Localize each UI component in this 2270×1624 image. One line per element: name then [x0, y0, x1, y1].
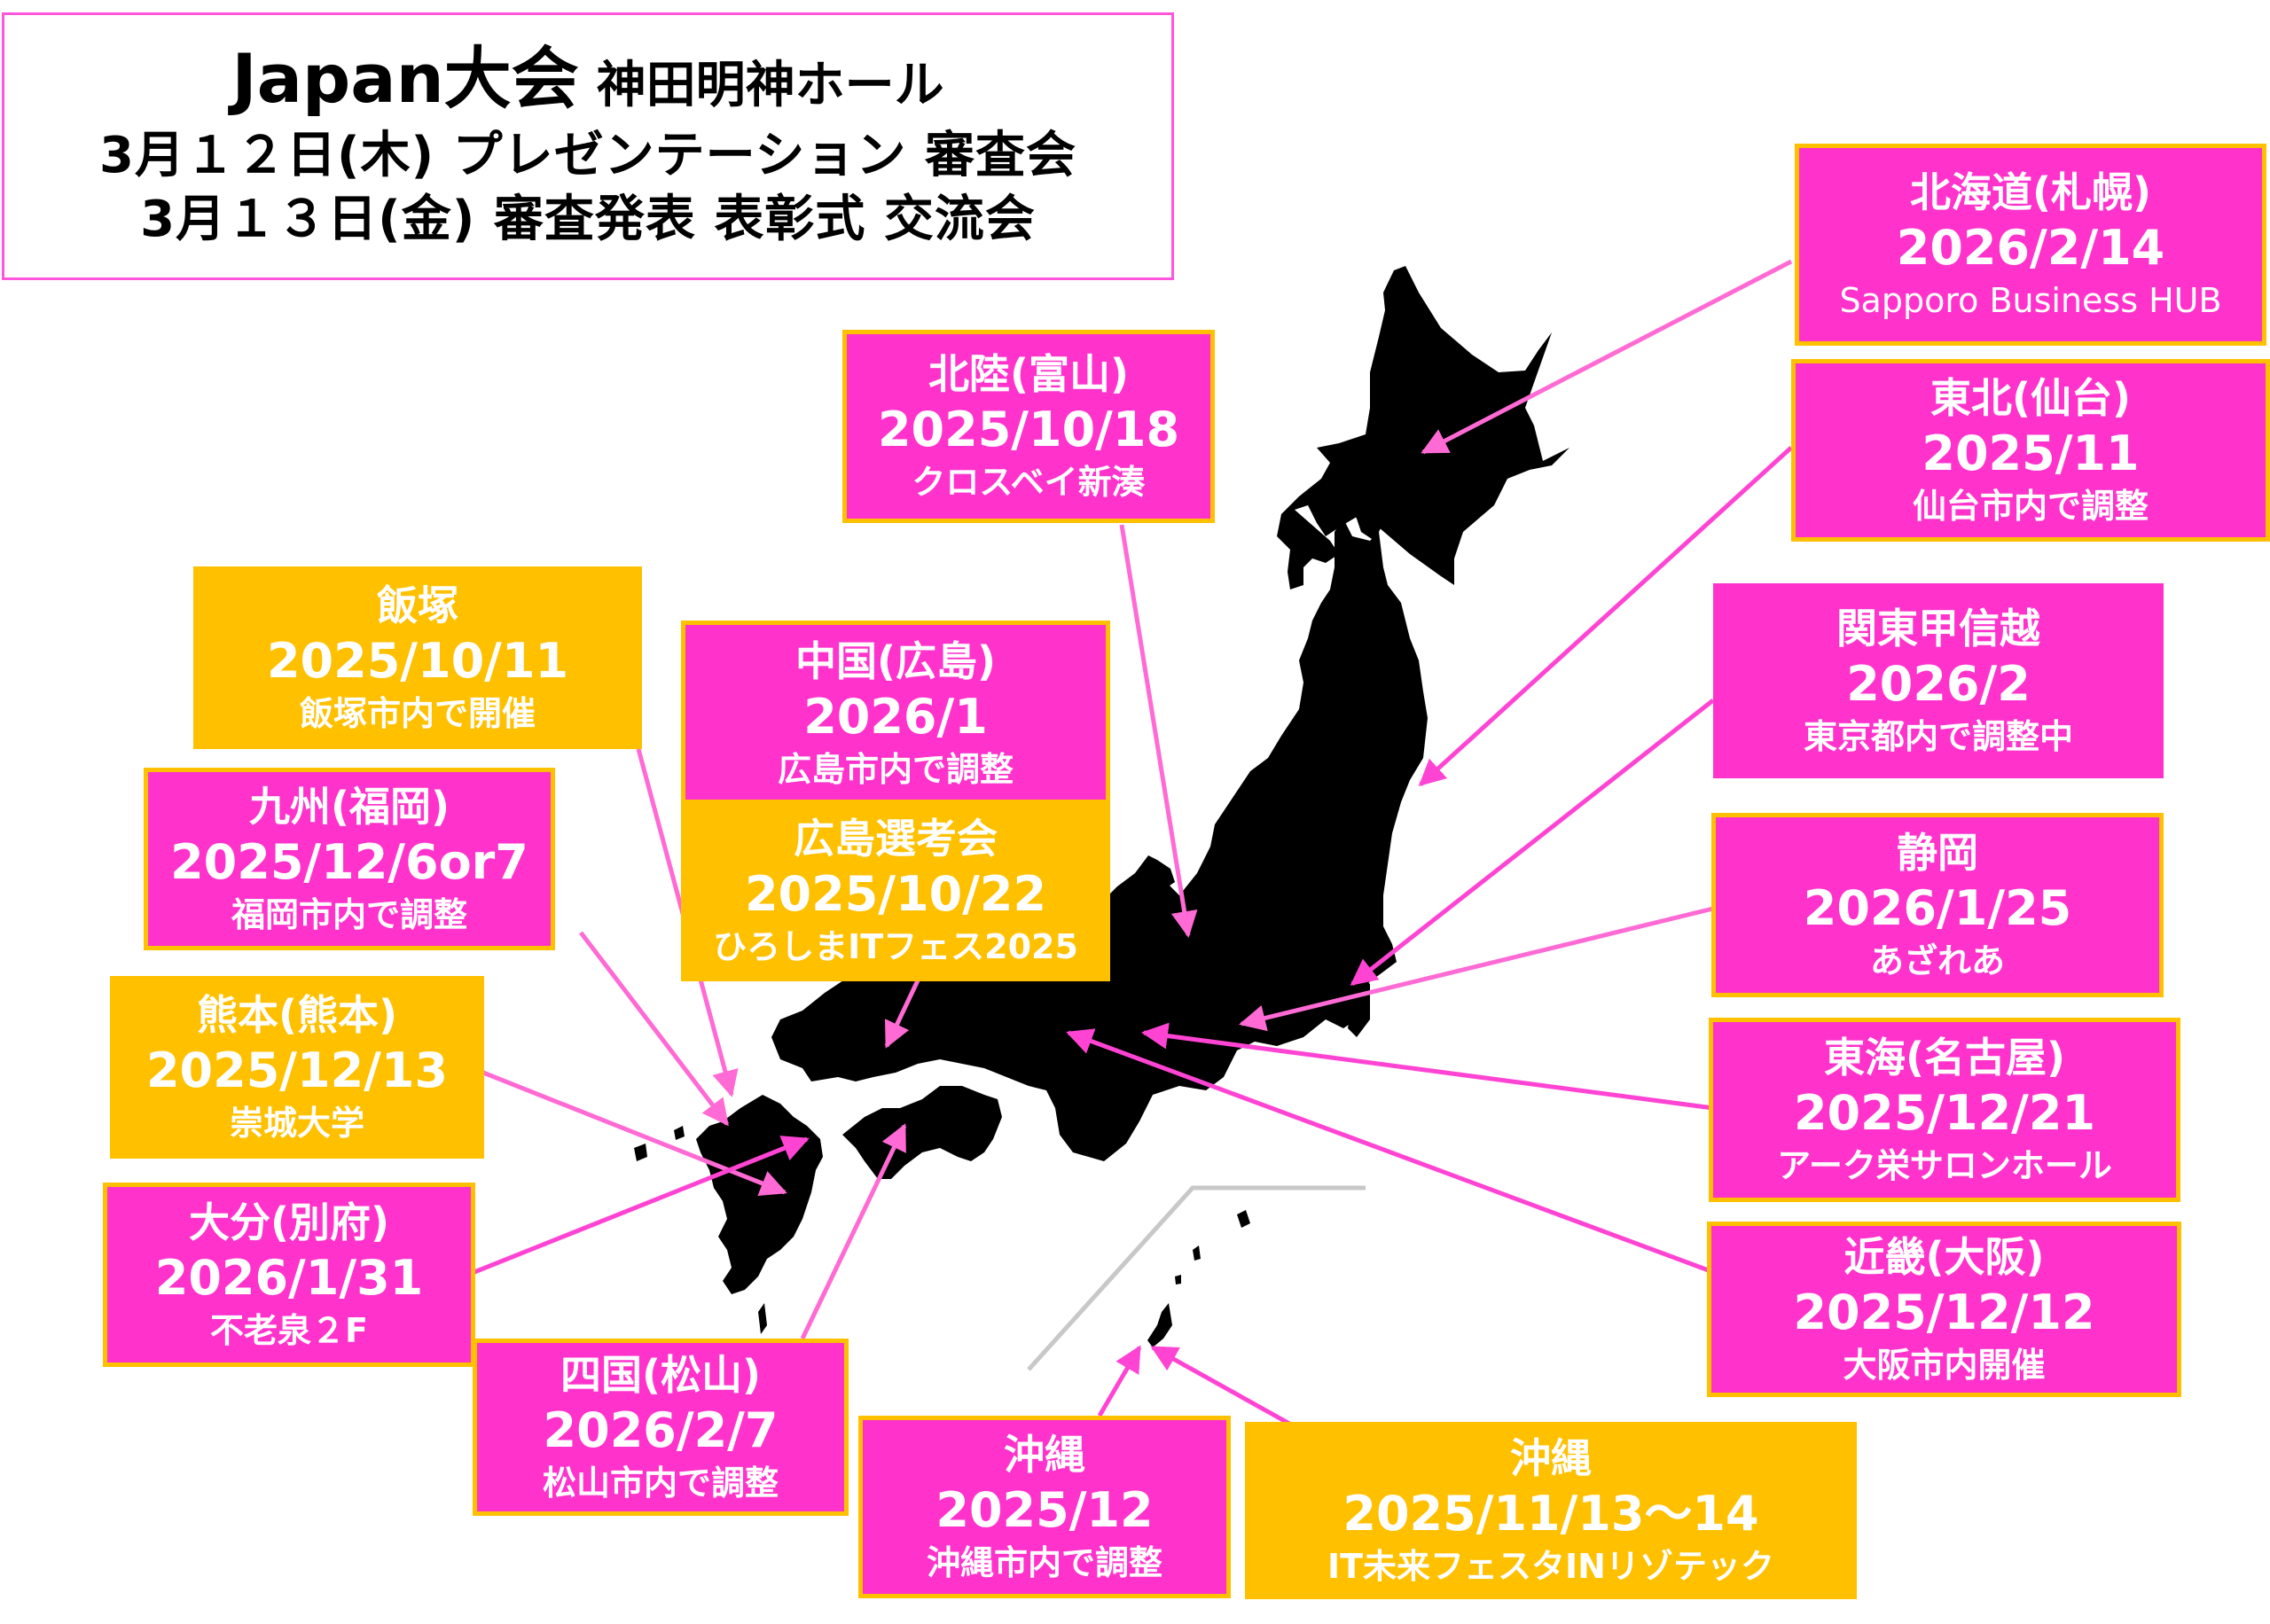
event-venue: 東京都内で調整中 — [1803, 717, 2073, 756]
event-title-box: Japan大会神田明神ホール 3月１２日(木) プレゼンテーション 審査会 3月… — [2, 12, 1174, 280]
event-date: 2025/12 — [935, 1482, 1154, 1538]
event-region: 沖縄 — [1510, 1434, 1592, 1482]
event-region: 関東甲信越 — [1836, 605, 2040, 652]
event-region: 熊本(熊本) — [196, 991, 398, 1039]
arrow-kumamoto — [482, 1070, 787, 1196]
event-date: 2026/2/7 — [543, 1402, 779, 1458]
schedule-day-2: 3月１３日(金) 審査発表 表彰式 交流会 — [140, 191, 1036, 248]
event-venue: アーク栄サロンホール — [1777, 1146, 2112, 1185]
event-region: 沖縄 — [1004, 1431, 1085, 1479]
event-date: 2025/11/13～14 — [1342, 1486, 1759, 1542]
connector-arrows — [474, 259, 1793, 1432]
event-venue: IT未来フェスタINリゾテック — [1327, 1547, 1774, 1586]
goto-islands — [634, 1126, 685, 1161]
event-box-iizuka: 飯塚 2025/10/11 飯塚市内で開催 — [193, 566, 642, 749]
event-region: 飯塚 — [377, 582, 458, 629]
event-venue: 飯塚市内で開催 — [299, 694, 536, 733]
arrow-shikoku — [800, 1123, 907, 1340]
schedule-day-1: 3月１２日(木) プレゼンテーション 審査会 — [98, 127, 1077, 184]
main-venue: 神田明神ホール — [596, 57, 944, 114]
event-name: Japan大会 — [231, 39, 579, 118]
event-venue: クロスベイ新湊 — [912, 463, 1146, 502]
event-region: 四国(松山) — [560, 1351, 762, 1399]
event-date: 2025/12/21 — [1793, 1085, 2096, 1141]
event-region: 九州(福岡) — [248, 783, 450, 831]
event-box-shikoku: 四国(松山) 2026/2/7 松山市内で調整 — [473, 1339, 849, 1516]
event-venue: 沖縄市内で調整 — [926, 1543, 1162, 1582]
sado-island — [1237, 780, 1248, 816]
event-box-hiroshima-senkou: 広島選考会 2025/10/22 ひろしまITフェス2025 — [681, 800, 1110, 981]
nansei-islands — [1147, 1210, 1250, 1347]
event-region: 中国(広島) — [794, 637, 997, 685]
event-date: 2026/1/31 — [154, 1250, 424, 1306]
arrow-shizuoka — [1239, 906, 1714, 1032]
arrow-kyushu — [579, 931, 729, 1127]
honshu-landmass — [771, 496, 1428, 1161]
arrow-oita — [474, 1136, 810, 1275]
event-date: 2026/2/14 — [1896, 220, 2165, 276]
event-region: 北陸(富山) — [928, 350, 1130, 398]
event-date: 2025/12/12 — [1793, 1284, 2095, 1340]
event-box-chugoku: 中国(広島) 2026/1 広島市内で調整 — [681, 621, 1110, 802]
event-region: 近畿(大阪) — [1843, 1233, 2045, 1281]
arrow-okinawa — [1097, 1345, 1142, 1417]
arrow-hokuriku — [1119, 524, 1198, 938]
title-line-1: Japan大会神田明神ホール — [231, 41, 943, 124]
event-venue: 広島市内で調整 — [777, 750, 1014, 789]
event-box-hokuriku: 北陸(富山) 2025/10/18 クロスベイ新湊 — [842, 330, 1215, 523]
event-box-shizuoka: 静岡 2026/1/25 あざれあ — [1711, 813, 2164, 997]
okinawa-inset-divider — [1027, 1185, 1366, 1371]
tanegashima-island — [758, 1303, 767, 1334]
event-venue: ひろしまITフェス2025 — [713, 926, 1078, 966]
event-date: 2026/1 — [803, 689, 988, 745]
event-venue: Sapporo Business HUB — [1839, 281, 2222, 320]
event-date: 2026/1/25 — [1803, 880, 2072, 936]
event-venue: 大阪市内開催 — [1843, 1346, 2046, 1385]
event-region: 東北(仙台) — [1930, 374, 2132, 422]
event-venue: 福岡市内で調整 — [231, 895, 467, 934]
event-date: 2026/2 — [1846, 656, 2031, 712]
event-venue: あざれあ — [1869, 941, 2005, 980]
event-box-okinawa: 沖縄 2025/12 沖縄市内で調整 — [858, 1416, 1231, 1598]
event-date: 2025/11 — [1922, 426, 2140, 481]
event-box-kyushu: 九州(福岡) 2025/12/6or7 福岡市内で調整 — [144, 768, 555, 950]
arrow-hokkaido — [1421, 259, 1793, 455]
event-date: 2025/10/18 — [877, 402, 1180, 457]
event-venue: 不老泉２F — [210, 1311, 368, 1350]
event-box-tokai: 東海(名古屋) 2025/12/21 アーク栄サロンホール — [1709, 1018, 2180, 1202]
event-box-kanto: 関東甲信越 2026/2 東京都内で調整中 — [1713, 583, 2164, 778]
arrow-tohoku — [1418, 446, 1793, 787]
event-venue: 崇城大学 — [229, 1104, 364, 1143]
shikoku-landmass — [842, 1086, 1002, 1179]
event-box-oita: 大分(別府) 2026/1/31 不老泉２F — [103, 1183, 475, 1367]
event-box-kinki: 近畿(大阪) 2025/12/12 大阪市内開催 — [1707, 1222, 2181, 1397]
event-date: 2025/10/22 — [744, 865, 1047, 922]
event-region: 東海(名古屋) — [1823, 1034, 2066, 1081]
kyushu-landmass — [696, 1095, 823, 1294]
arrow-kanto — [1350, 699, 1715, 986]
arrow-tokai — [1141, 1022, 1714, 1111]
event-box-tohoku: 東北(仙台) 2025/11 仙台市内で調整 — [1791, 359, 2270, 542]
event-date: 2025/12/6or7 — [170, 834, 528, 890]
event-date: 2025/12/13 — [145, 1042, 449, 1098]
arrow-okinawa-it — [1150, 1345, 1301, 1432]
event-box-kumamoto: 熊本(熊本) 2025/12/13 崇城大学 — [110, 976, 484, 1159]
event-venue: 松山市内で調整 — [542, 1464, 779, 1503]
event-box-hokkaido: 北海道(札幌) 2026/2/14 Sapporo Business HUB — [1795, 144, 2266, 346]
event-venue: 仙台市内で調整 — [1912, 487, 2149, 526]
boso-peninsula — [1348, 971, 1370, 1037]
event-region: 大分(別府) — [188, 1198, 390, 1246]
event-date: 2025/10/11 — [266, 633, 569, 689]
arrow-kinki — [1066, 1028, 1714, 1275]
event-region: 静岡 — [1897, 829, 1978, 877]
hokkaido-landmass — [1277, 266, 1569, 589]
event-box-okinawa-it: 沖縄 2025/11/13～14 IT未来フェスタINリゾテック — [1245, 1422, 1857, 1599]
event-region: 広島選考会 — [794, 814, 998, 863]
noto-peninsula — [1148, 855, 1175, 891]
event-region: 北海道(札幌) — [1909, 168, 2152, 216]
